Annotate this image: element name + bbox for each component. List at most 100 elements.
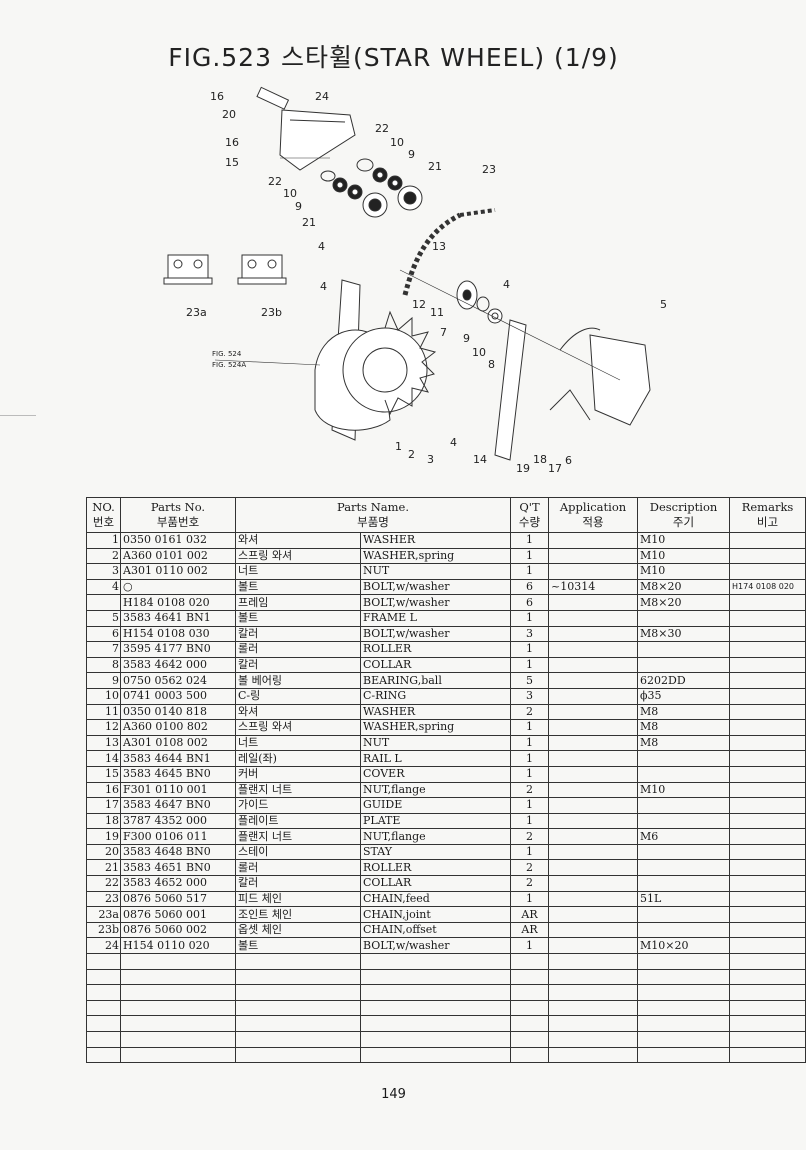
cell-kr: 피드 체인 xyxy=(235,890,361,908)
cell-qty xyxy=(510,1031,550,1048)
cell-desc xyxy=(637,765,731,783)
cell-part: A360 0100 802 xyxy=(120,719,236,736)
margin-mark xyxy=(0,415,36,416)
page-number: 149 xyxy=(381,1087,406,1102)
cell-qty: 1 xyxy=(510,797,550,814)
cell-desc xyxy=(637,843,731,861)
cell-en: BOLT,w/washer xyxy=(359,937,512,955)
cell-no xyxy=(86,594,121,611)
cell-en xyxy=(359,1031,512,1048)
cell-no: 23 xyxy=(86,890,121,908)
cell-app xyxy=(548,843,639,861)
cell-desc xyxy=(637,1015,731,1032)
cell-part: 3583 4651 BN0 xyxy=(120,859,236,877)
cell-rmk xyxy=(729,1015,806,1032)
callout-label: 13 xyxy=(432,240,446,253)
cell-part xyxy=(120,968,236,986)
cell-rmk xyxy=(729,968,806,986)
cell-qty: 1 xyxy=(510,609,550,627)
cell-qty xyxy=(510,999,550,1017)
callout-label: 10 xyxy=(390,136,404,149)
cell-part: 3583 4642 000 xyxy=(120,656,236,674)
table-row xyxy=(86,968,806,986)
cell-no: 19 xyxy=(86,828,121,845)
cell-kr: 너트 xyxy=(235,563,361,580)
cell-desc: M8 xyxy=(637,703,731,721)
cell-rmk xyxy=(729,984,806,1001)
cell-en: PLATE xyxy=(359,812,512,830)
cell-no: 12 xyxy=(86,719,121,736)
cell-app xyxy=(548,687,639,705)
callout-label: 15 xyxy=(225,156,239,169)
cell-en: CHAIN,offset xyxy=(359,921,512,939)
cell-kr xyxy=(235,999,361,1017)
table-row xyxy=(86,1031,806,1048)
callout-label: 9 xyxy=(295,200,302,213)
cell-kr: 너트 xyxy=(235,734,361,752)
cell-desc xyxy=(637,875,731,892)
cell-desc xyxy=(637,812,731,830)
cell-en: BOLT,w/washer xyxy=(359,578,512,596)
cell-kr: 조인트 체인 xyxy=(235,906,361,923)
cell-en xyxy=(359,999,512,1017)
cell-part: 3787 4352 000 xyxy=(120,812,236,830)
cell-no: 11 xyxy=(86,703,121,721)
cell-en: NUT,flange xyxy=(359,828,512,845)
cell-no: 20 xyxy=(86,843,121,861)
cell-part: A301 0110 002 xyxy=(120,563,236,580)
cell-no: 2 xyxy=(86,547,121,565)
cell-kr: 플레이트 xyxy=(235,812,361,830)
cell-rmk xyxy=(729,906,806,923)
cell-en: ROLLER xyxy=(359,641,512,658)
cell-kr: 볼트 xyxy=(235,937,361,955)
cell-rmk xyxy=(729,828,806,845)
cell-desc: M8×20 xyxy=(637,578,731,596)
cell-en xyxy=(359,1046,512,1064)
cell-rmk xyxy=(729,1031,806,1048)
header-parts-no: Parts No.부품번호 xyxy=(120,497,236,533)
cell-kr: 프레임 xyxy=(235,594,361,611)
cell-rmk xyxy=(729,594,806,611)
cell-part: 0876 5060 002 xyxy=(120,921,236,939)
cell-rmk xyxy=(729,781,806,799)
cell-no: 23b xyxy=(86,921,121,939)
cell-en: CHAIN,feed xyxy=(359,890,512,908)
cell-qty: 2 xyxy=(510,828,550,845)
cell-qty xyxy=(510,968,550,986)
cell-en: GUIDE xyxy=(359,797,512,814)
cell-kr: 커버 xyxy=(235,765,361,783)
callout-label: 23a xyxy=(186,306,207,319)
cell-no: 15 xyxy=(86,765,121,783)
cell-kr: 스테이 xyxy=(235,843,361,861)
cell-qty: 1 xyxy=(510,765,550,783)
callout-label: 11 xyxy=(430,306,444,319)
callout-label: 9 xyxy=(463,332,470,345)
cell-rmk: H174 0108 020 xyxy=(729,578,806,596)
cell-part: 0350 0140 818 xyxy=(120,703,236,721)
cell-app xyxy=(548,1031,639,1048)
callout-label: 23b xyxy=(261,306,282,319)
cell-app xyxy=(548,828,639,845)
cell-app xyxy=(548,594,639,611)
cell-no: 6 xyxy=(86,625,121,643)
cell-kr: 칼러 xyxy=(235,625,361,643)
cell-kr: 칼러 xyxy=(235,875,361,892)
cell-desc: M10 xyxy=(637,781,731,799)
cell-part: A301 0108 002 xyxy=(120,734,236,752)
cell-kr: 칼러 xyxy=(235,656,361,674)
cell-no xyxy=(86,953,121,970)
cell-part: F300 0106 011 xyxy=(120,828,236,845)
